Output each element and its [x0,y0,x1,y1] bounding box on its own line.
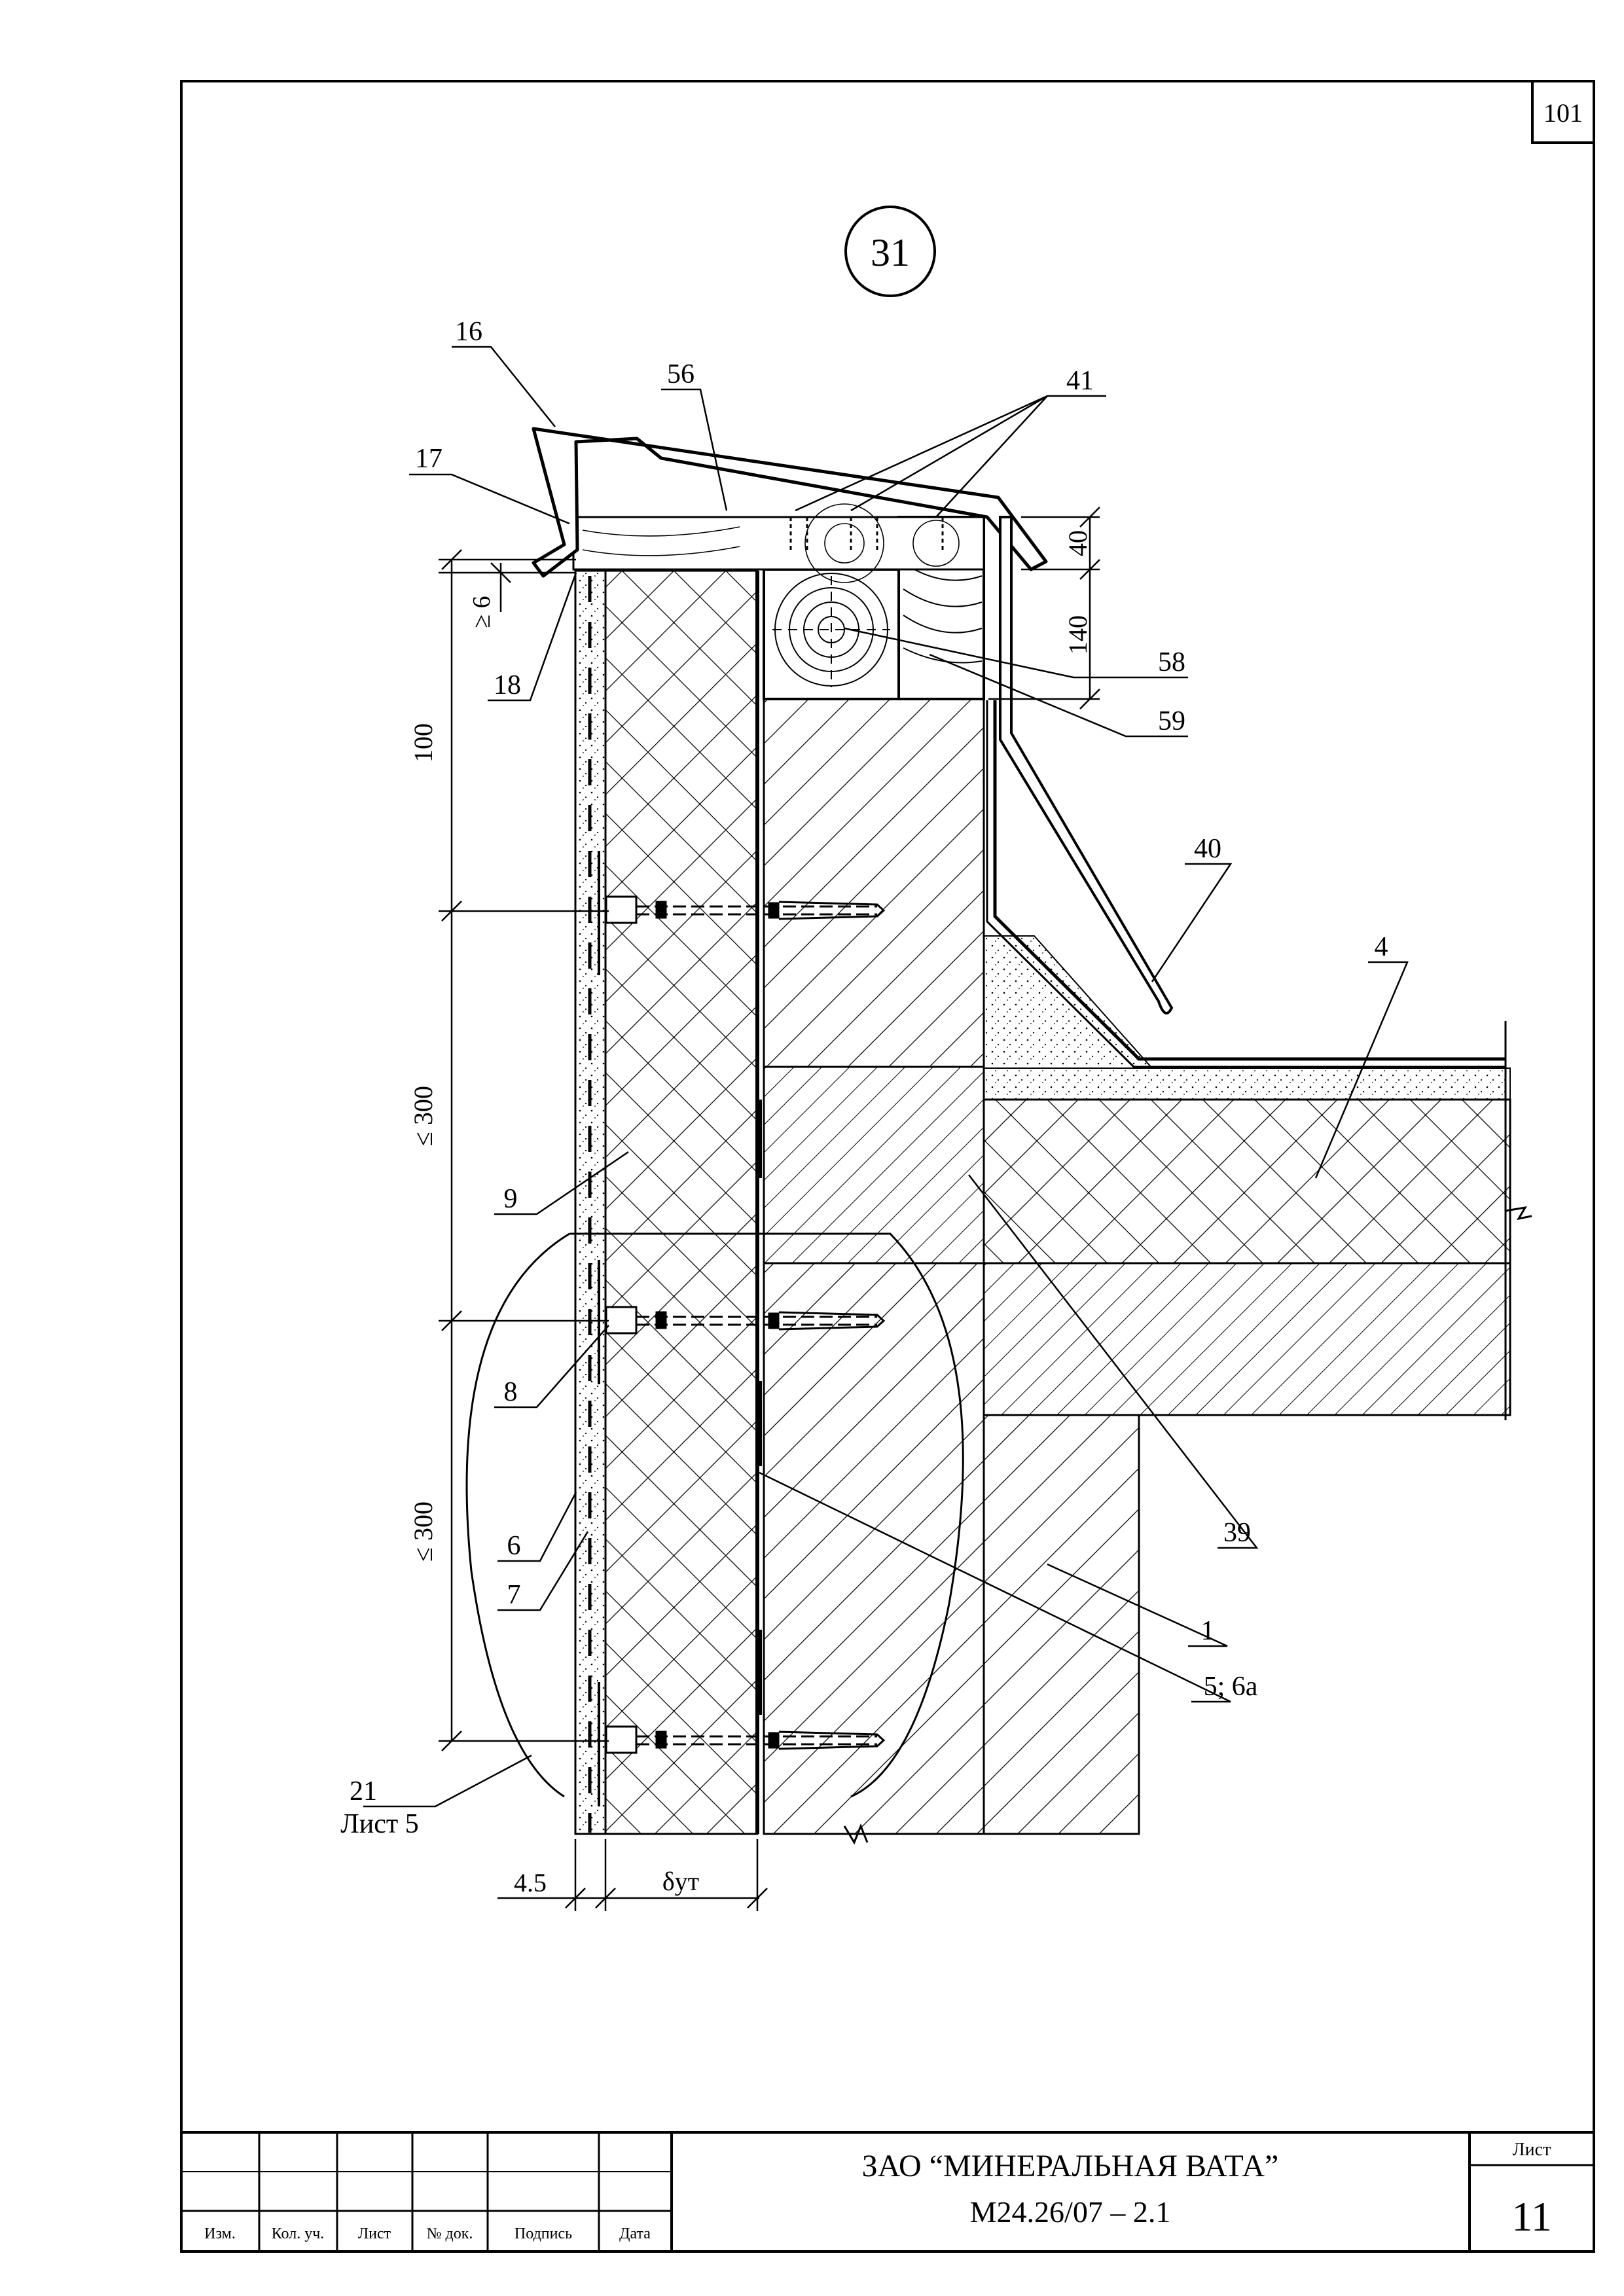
callout-58: 58 [1158,647,1185,677]
title-block [181,2131,1594,2251]
anchor-fastener-2 [598,1260,886,1384]
tb-col-signature: Подпись [514,2225,572,2242]
callout-8: 8 [504,1377,518,1407]
tb-col-date: Дата [619,2225,651,2242]
callout-5-6a: 5; 6а [1204,1672,1258,1702]
callout-1: 1 [1201,1616,1215,1646]
leader-lines [363,346,1409,1808]
dim-4-5: 4.5 [514,1868,547,1897]
dim-le300-lower: ≤ 300 [408,1501,438,1562]
callout-7: 7 [507,1580,521,1610]
insulation-layer [604,569,759,1835]
floor-slab [983,1262,1511,1416]
callout-9: 9 [504,1184,518,1214]
detail-number-circle [844,206,936,297]
vertical-dimension-chain [439,549,609,1751]
callout-18: 18 [494,670,521,700]
callout-17: 17 [415,444,442,474]
top-timber-board [572,516,985,571]
anchor-fastener-3 [598,1682,886,1806]
tb-sheet-number: 11 [1511,2193,1552,2240]
tb-col-izm: Изм. [204,2225,236,2242]
callout-41: 41 [1066,366,1094,396]
dim-40: 40 [1063,530,1092,556]
callout-59: 59 [1158,706,1185,736]
dim-le300-upper: ≤ 300 [408,1086,438,1146]
dim-140: 140 [1063,615,1092,655]
corner-number: 101 [1543,98,1583,128]
screw-fasteners [789,517,944,550]
top-board-grain [582,503,960,583]
parapet-cap-flashing [532,427,1048,578]
sheet-frame [180,80,1595,2253]
callout-21: 21 [350,1776,377,1806]
roofing-membrane [993,700,1506,1061]
apron-flashing [999,516,1174,1014]
detail-reference-arc-right [569,1232,964,1798]
tb-sheet-label: Лист [1513,2140,1551,2160]
callouts: 16 17 18 56 41 58 59 40 4 9 8 6 7 39 1 5… [340,317,1388,1839]
parapet-height-dims [988,507,1100,709]
roofing-membrane-underlayer [986,700,1506,1068]
tb-organization: ЗАО “МИНЕРАЛЬНАЯ ВАТА” [862,2149,1279,2183]
dim-100: 100 [408,723,438,762]
dim-ge6: ≥ 6 [468,596,496,628]
dim-delta-insulation: δут [662,1867,699,1896]
ring-beam [763,1066,985,1265]
detail-reference-arc [465,1232,570,1798]
break-mark [1505,1206,1532,1221]
adhesive-spots [755,1100,762,1715]
masonry-wall-base [983,1414,1140,1835]
masonry-wall-upper [763,698,985,1068]
tb-col-kol-uch: Кол. уч. [272,2225,325,2242]
callout-39: 39 [1223,1518,1251,1548]
callout-40: 40 [1194,834,1221,864]
bottom-break-mark [843,1823,869,1845]
wood-grain-left [772,573,890,687]
tb-col-doc-no: № док. [427,2225,473,2242]
roof-insulation [983,1098,1511,1265]
callout-4: 4 [1375,932,1388,962]
callout-21-sheet: Лист 5 [340,1809,418,1839]
wooden-bar-left [763,568,900,700]
anchor-fastener-1 [598,851,886,975]
detail-number: 31 [871,231,910,274]
roof-screed [983,1067,1511,1100]
callout-56: 56 [667,359,695,389]
tb-document-code: М24.26/07 – 2.1 [970,2195,1171,2229]
bottom-thickness-dims [497,1839,768,1911]
masonry-wall-lower [763,1262,985,1835]
corner-number-box [1531,80,1595,144]
callout-16: 16 [455,317,482,347]
callout-6: 6 [507,1531,521,1561]
tb-col-list: Лист [358,2225,391,2242]
